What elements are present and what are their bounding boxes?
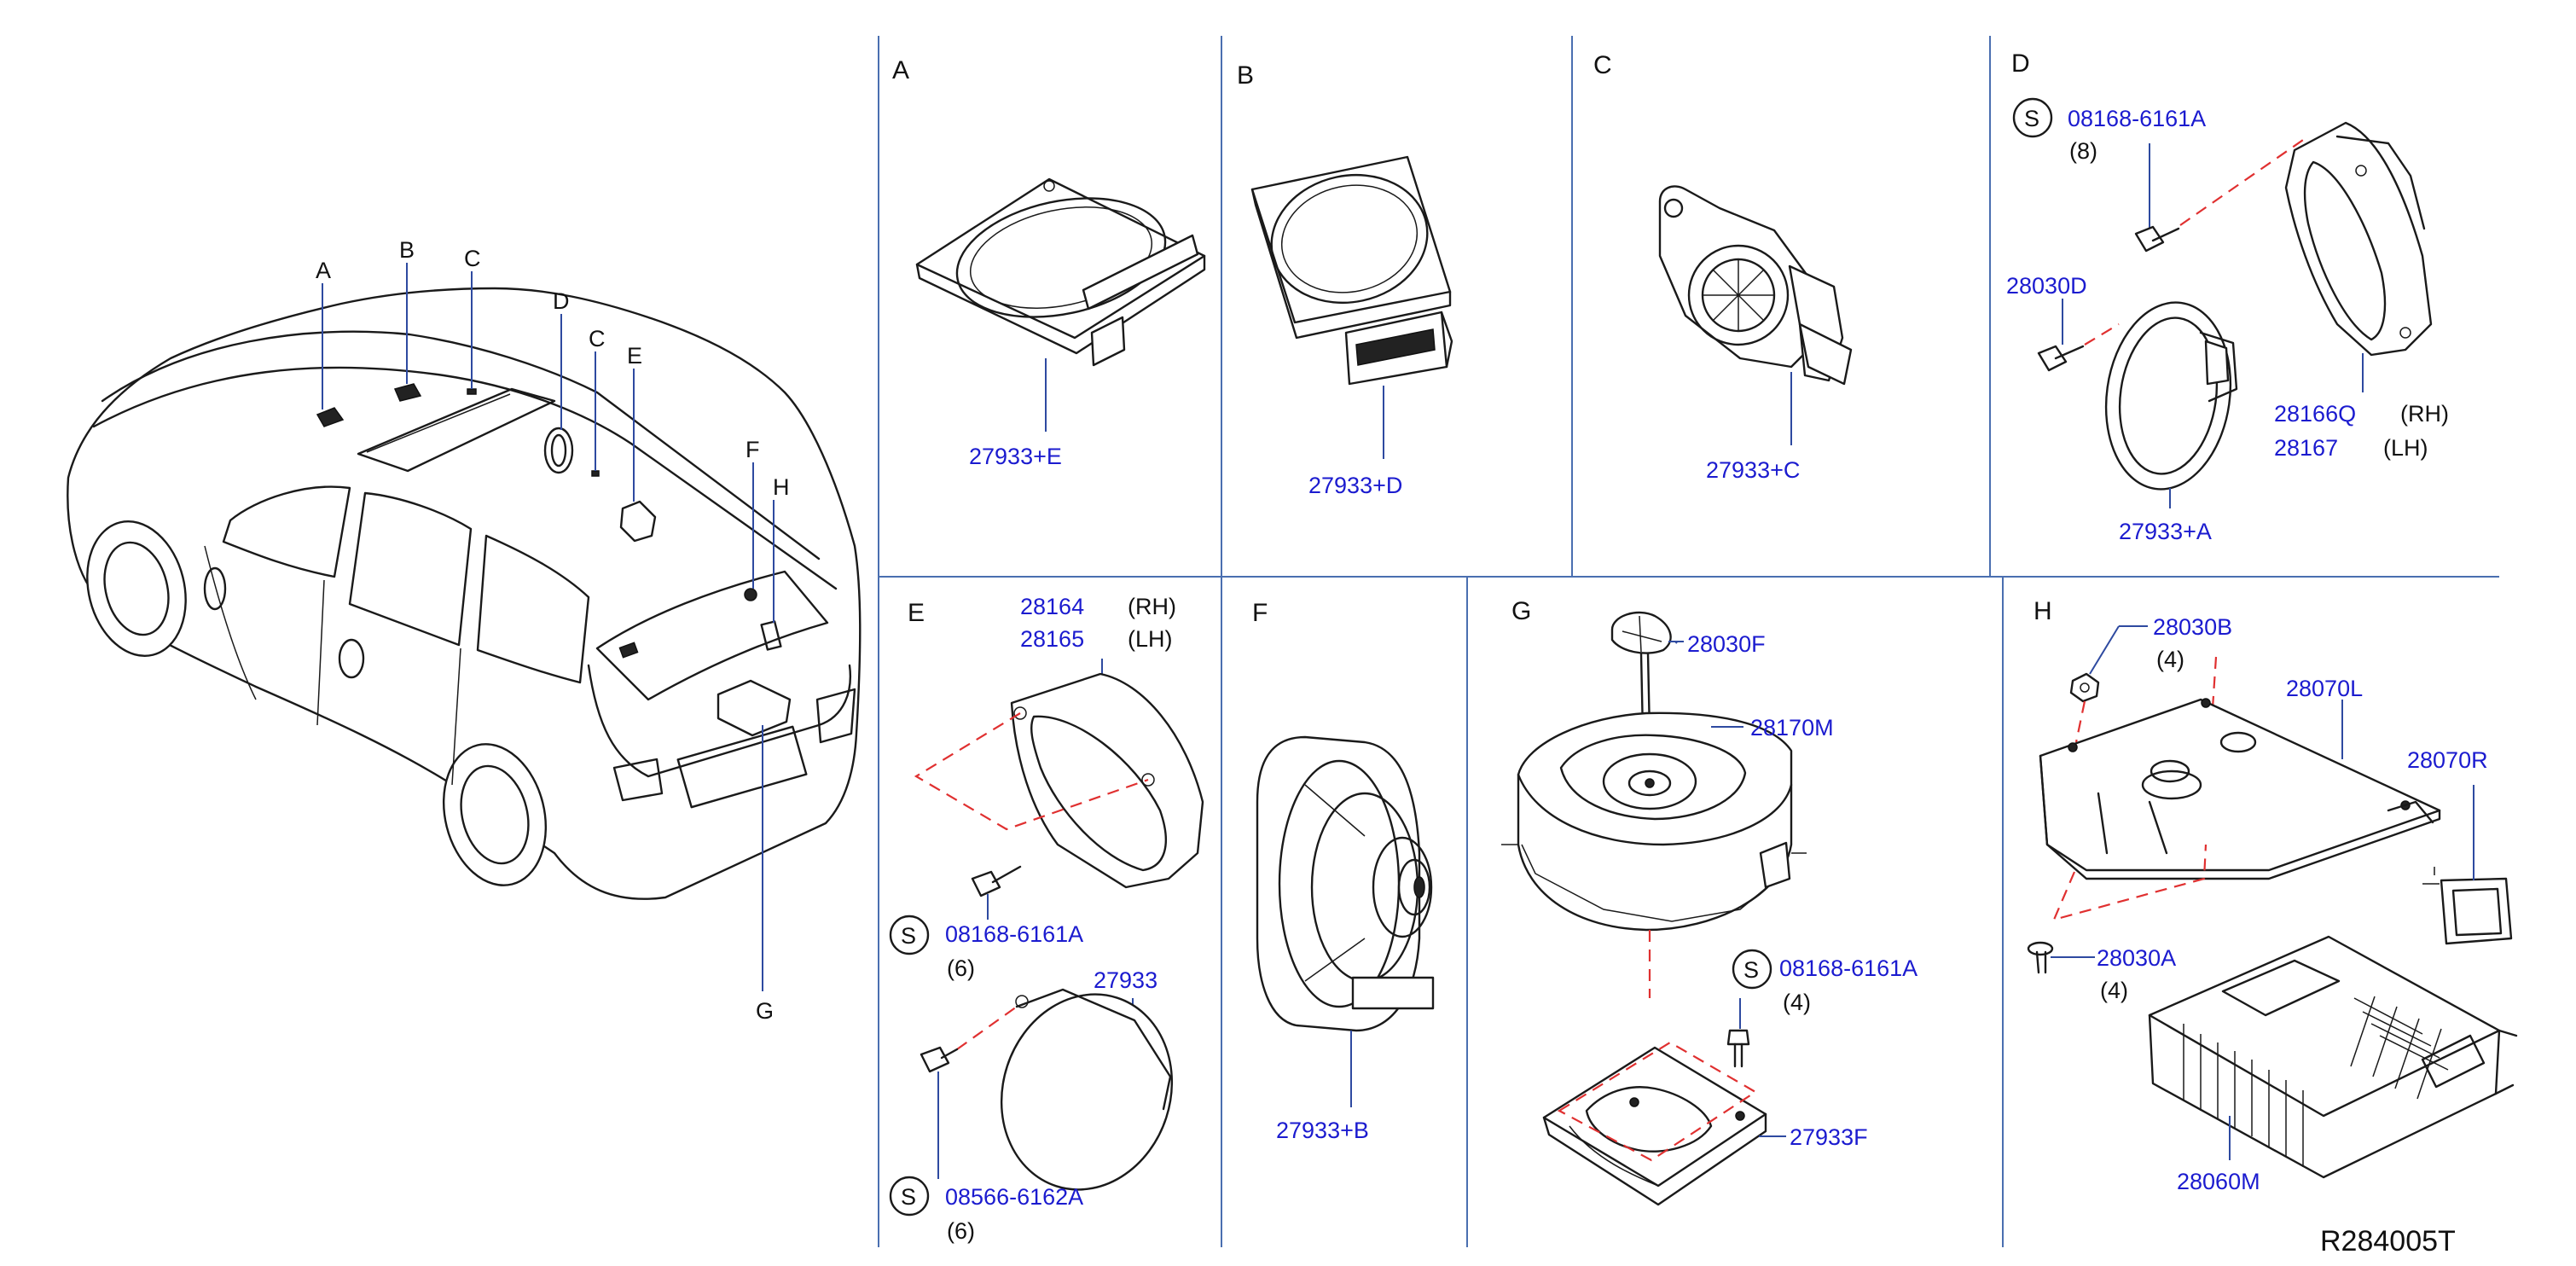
bracket-28070r <box>2422 867 2513 945</box>
note-e-lh: (LH) <box>1128 626 1173 652</box>
section-e: E 28164 (RH) 28165 (LH) S 08168-6161A (6… <box>889 594 1204 1244</box>
bolt-e-lower <box>920 1046 959 1073</box>
part-27933: 27933 <box>1094 967 1157 993</box>
part-28030d: 28030D <box>2006 273 2087 299</box>
speaker-27933-d <box>1250 155 1453 386</box>
section-f: F 27933+B <box>1252 599 1435 1143</box>
bolt-g <box>1726 1029 1750 1068</box>
part-08168-6161a-e: 08168-6161A <box>945 921 1083 947</box>
speaker-27933-c <box>1658 185 1853 386</box>
section-letter-h: H <box>2034 597 2052 625</box>
bolt-d-upper <box>2134 225 2180 253</box>
section-letter-g: G <box>1511 597 1531 625</box>
speaker-27933-e <box>915 177 1206 367</box>
part-27933f: 27933F <box>1790 1124 1868 1150</box>
section-letter-e: E <box>908 599 925 627</box>
section-letter-c: C <box>1593 51 1612 79</box>
part-28070l: 28070L <box>2286 676 2363 701</box>
speaker-cover-27933 <box>1000 988 1174 1191</box>
s-marker-e2-text: S <box>901 1184 916 1210</box>
qty-h-4b: (4) <box>2100 978 2128 1003</box>
bracket-28164 <box>1010 672 1204 889</box>
amplifier-28060m <box>2148 935 2518 1179</box>
section-h: H 28030B (4) 28070L <box>2027 597 2518 1194</box>
s-marker-d <box>2012 97 2053 138</box>
qty-g-4: (4) <box>1783 990 1811 1015</box>
part-28166q: 28166Q <box>2274 401 2356 427</box>
note-d-lh: (LH) <box>2383 435 2428 461</box>
bracket-28070l <box>2039 698 2441 880</box>
part-28070r: 28070R <box>2407 747 2488 773</box>
car-label-h: H <box>773 474 790 500</box>
part-28165: 28165 <box>1020 626 1084 652</box>
qty-e-6a: (6) <box>947 955 975 981</box>
section-letter-d: D <box>2011 49 2030 78</box>
panel-frame <box>878 36 2499 1247</box>
part-28030f: 28030F <box>1687 631 1766 657</box>
section-c: C 27933+C <box>1593 51 1853 483</box>
section-b: B 27933+D <box>1237 61 1453 498</box>
knob-28030f <box>1610 611 1672 735</box>
section-a: A 27933+E <box>892 56 1206 469</box>
part-28164: 28164 <box>1020 594 1084 619</box>
car-label-e: E <box>627 343 642 369</box>
car-label-c: C <box>464 246 481 271</box>
part-28030a: 28030A <box>2097 945 2176 971</box>
car-label-f: F <box>746 437 760 462</box>
s-marker-g <box>1732 949 1772 990</box>
section-letter-b: B <box>1237 61 1254 90</box>
diagram-reference-code: R284005T <box>2320 1225 2456 1257</box>
part-27933-a: 27933+A <box>2119 519 2212 544</box>
s-marker-e2 <box>889 1176 930 1217</box>
s-marker-d-text: S <box>2024 106 2039 131</box>
s-marker-e1 <box>889 915 930 955</box>
nut-28030b <box>2069 672 2100 703</box>
speaker-27933-a <box>2104 301 2238 491</box>
bolt-28030a <box>2027 941 2054 974</box>
section-g: G 28030F 28170M S 08168-6161A (4) <box>1501 597 1917 1206</box>
section-d: D S 08168-6161A (8) 28030D 27933+A <box>2006 49 2449 544</box>
s-marker-e1-text: S <box>901 923 916 949</box>
part-28060m: 28060M <box>2177 1169 2260 1194</box>
part-28030b: 28030B <box>2153 614 2232 640</box>
part-27933-c: 27933+C <box>1706 457 1800 483</box>
part-27933-e: 27933+E <box>969 444 1062 469</box>
part-28170m: 28170M <box>1750 715 1834 740</box>
part-27933-d: 27933+D <box>1308 473 1402 498</box>
part-08168-6161a-d: 08168-6161A <box>2068 106 2206 131</box>
part-27933-b: 27933+B <box>1276 1118 1369 1143</box>
subwoofer-28170m <box>1501 711 1807 932</box>
qty-h-4a: (4) <box>2156 647 2184 672</box>
section-letter-f: F <box>1252 599 1268 627</box>
speaker-27933-b <box>1256 735 1435 1032</box>
car-label-a: A <box>316 258 331 283</box>
car-label-g: G <box>756 998 774 1024</box>
note-e-rh: (RH) <box>1128 594 1176 619</box>
note-d-rh: (RH) <box>2400 401 2449 427</box>
part-28167: 28167 <box>2274 435 2338 461</box>
s-marker-g-text: S <box>1743 957 1759 983</box>
part-08168-6161a-g: 08168-6161A <box>1779 955 1917 981</box>
bracket-28166q <box>2284 121 2433 357</box>
car-label-d: D <box>553 288 570 314</box>
bracket-27933f <box>1542 1046 1767 1206</box>
bolt-e-upper <box>971 865 1022 897</box>
section-letter-a: A <box>892 56 909 84</box>
bolt-d-lower <box>2037 345 2085 372</box>
car-label-b: B <box>399 237 415 263</box>
qty-e-6b: (6) <box>947 1218 975 1244</box>
car-label-c2: C <box>589 326 606 351</box>
vehicle-overview: A B C D C E F H G <box>67 237 862 1024</box>
part-08566-6162a: 08566-6162A <box>945 1184 1083 1210</box>
qty-d-8: (8) <box>2069 138 2097 164</box>
